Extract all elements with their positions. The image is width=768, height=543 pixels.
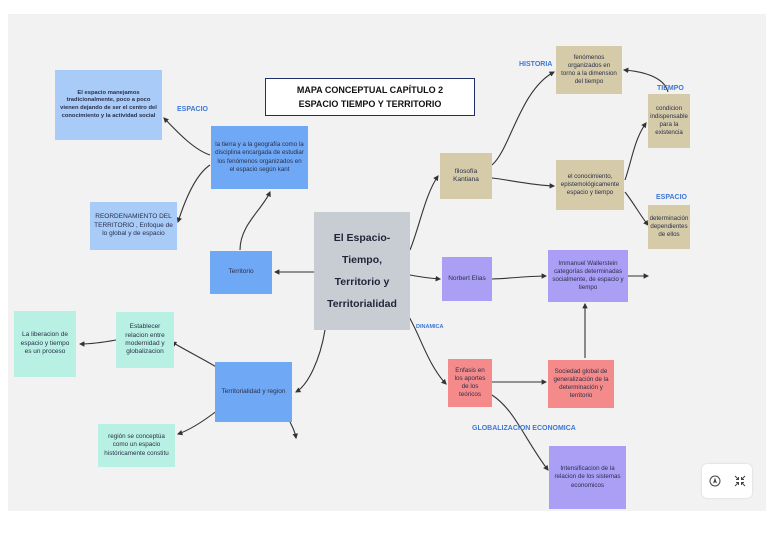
node-espacio-manejamos[interactable]: El espacio manejamos tradicionalmente, p…	[55, 70, 162, 140]
node-text: Territorio	[228, 268, 254, 276]
view-toolbar	[702, 464, 752, 498]
node-wallerstein[interactable]: Immanuel Wallerstein categorías determin…	[548, 250, 628, 302]
node-reordenamiento[interactable]: REORDENAMIENTO DEL TERRITORIO , Enfoque …	[90, 202, 177, 250]
title-line-2: ESPACIO TIEMPO Y TERRITORIO	[298, 99, 442, 109]
central-line-2: Territorio y	[334, 276, 390, 288]
node-text: fenómenos organizados en torno a la dime…	[561, 53, 617, 86]
label-tiempo: TIEMPO	[657, 85, 684, 92]
node-text: Enfasis en los aportes de los teóricos	[454, 366, 486, 399]
label-globalizacion: GLOBALIZACION ECONOMICA	[472, 425, 576, 432]
node-text: región se conceptúa como un espacio hist…	[104, 433, 169, 457]
compass-icon[interactable]	[708, 474, 722, 488]
label-historia: HISTORIA	[519, 61, 553, 68]
node-text: Establecer relacion entre modernidad y g…	[125, 323, 165, 356]
node-territorio[interactable]: Territorio	[210, 251, 272, 294]
node-text: la tierra y a la geografía como la disci…	[215, 141, 304, 173]
node-text: Territorialidad y region	[221, 387, 286, 395]
node-establecer[interactable]: Establecer relacion entre modernidad y g…	[116, 312, 174, 368]
node-text: El espacio manejamos tradicionalmente, p…	[60, 89, 157, 119]
node-text: REORDENAMIENTO DEL TERRITORIO , Enfoque …	[94, 213, 173, 238]
node-tierra-geografia[interactable]: la tierra y a la geografía como la disci…	[211, 126, 308, 189]
title-line-1: MAPA CONCEPTUAL CAPÍTULO 2	[296, 84, 444, 95]
node-text: Immanuel Wallerstein categorías determin…	[552, 259, 624, 292]
node-text: filosofía Kantiana	[453, 167, 479, 183]
node-conocimiento[interactable]: el conocimiento, epistemológicamente esp…	[556, 160, 624, 210]
node-intensificacion[interactable]: Intensificacion de la relacion de los si…	[549, 446, 626, 509]
node-norbert-elias[interactable]: Norbert Elias	[442, 257, 492, 301]
central-line-1: El Espacio-Tiempo,	[333, 231, 391, 266]
node-region-concepcion[interactable]: región se conceptúa como un espacio hist…	[98, 424, 175, 467]
map-title: MAPA CONCEPTUAL CAPÍTULO 2 ESPACIO TIEMP…	[265, 78, 475, 116]
node-territorialidad-region[interactable]: Territorialidad y region	[215, 362, 292, 422]
node-condicion[interactable]: condicion indispensable para la existenc…	[648, 94, 690, 148]
node-text: determinación dependientes de ellos	[649, 214, 689, 239]
label-espacio-left: ESPACIO	[177, 106, 208, 113]
node-enfasis[interactable]: Enfasis en los aportes de los teóricos	[448, 359, 492, 407]
node-text: La liberacion de espacio y tiempo es un …	[20, 331, 70, 356]
node-text: Intensificacion de la relacion de los si…	[554, 465, 621, 489]
collapse-icon[interactable]	[733, 474, 747, 488]
label-dinamica: DINAMICA	[416, 324, 444, 330]
central-topic[interactable]: El Espacio-Tiempo, Territorio y Territor…	[314, 212, 410, 330]
node-text: el conocimiento, epistemológicamente esp…	[560, 172, 620, 197]
node-determinacion[interactable]: determinación dependientes de ellos	[648, 205, 690, 249]
node-fenomenos[interactable]: fenómenos organizados en torno a la dime…	[556, 46, 622, 94]
node-filosofia-kantiana[interactable]: filosofía Kantiana	[440, 153, 492, 199]
node-text: Sociedad global de generalización de la …	[553, 367, 609, 400]
node-sociedad-global[interactable]: Sociedad global de generalización de la …	[548, 360, 614, 408]
central-line-3: Territorialidad	[327, 298, 397, 311]
node-text: condicion indispensable para la existenc…	[650, 104, 688, 137]
label-espacio-right: ESPACIO	[656, 194, 687, 201]
node-text: Norbert Elias	[448, 274, 486, 282]
node-liberacion[interactable]: La liberacion de espacio y tiempo es un …	[14, 311, 76, 377]
